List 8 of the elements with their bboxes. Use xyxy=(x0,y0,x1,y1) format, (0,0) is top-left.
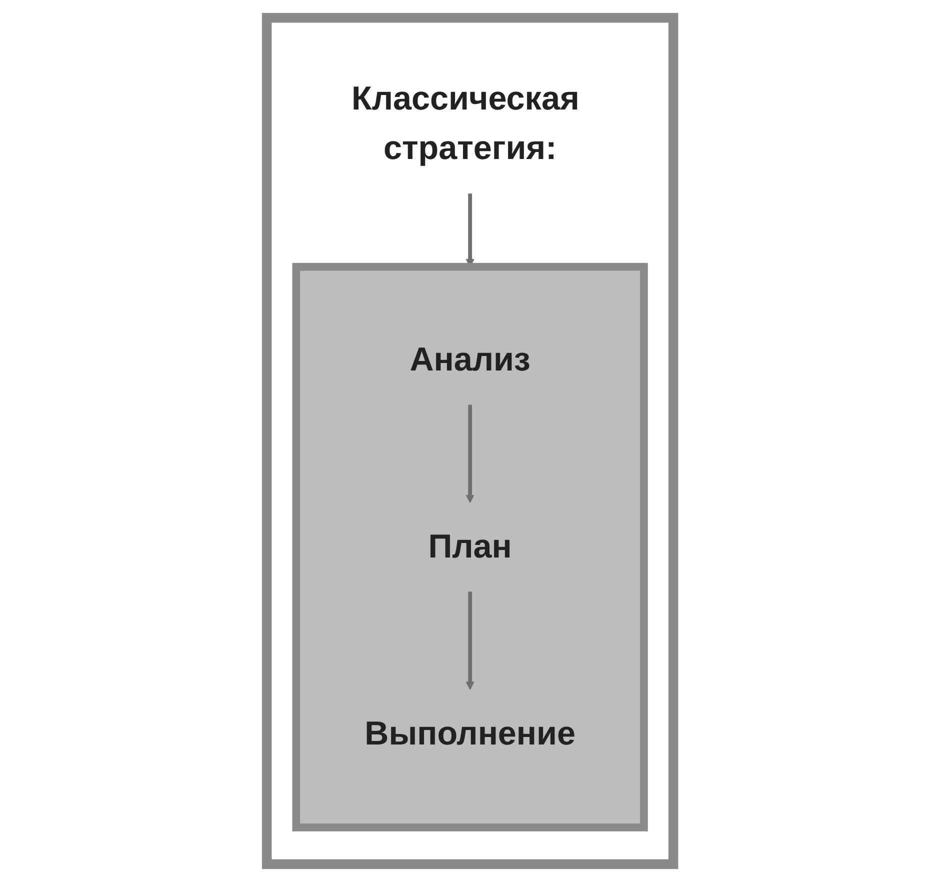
node-text: Выполнение xyxy=(364,714,576,752)
node-text: План xyxy=(428,528,512,566)
cluster xyxy=(292,262,648,832)
node-text: Классическая стратегия: xyxy=(351,80,580,168)
arrow xyxy=(466,404,474,504)
arrow xyxy=(466,592,474,690)
node-text: Анализ xyxy=(410,341,530,378)
cluster xyxy=(262,12,678,870)
